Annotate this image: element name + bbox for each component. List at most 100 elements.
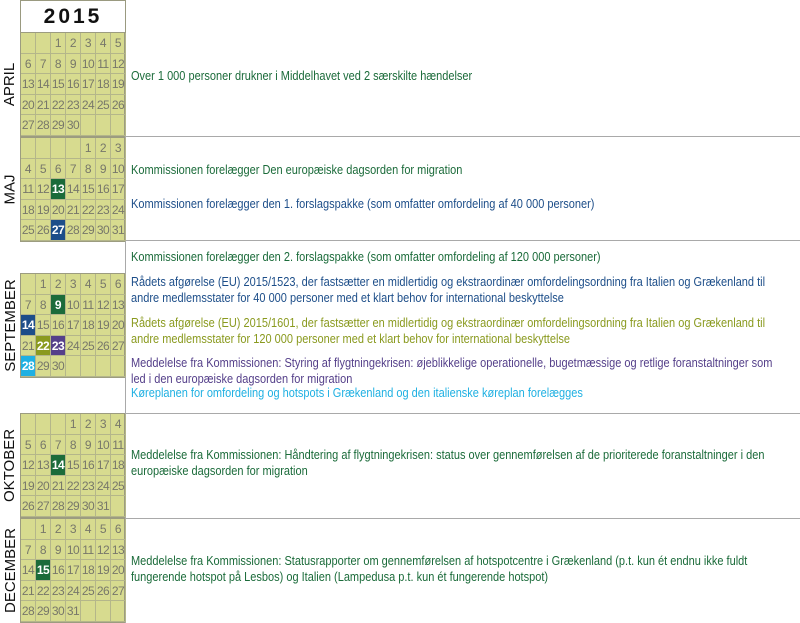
- calendar-day: 10: [66, 294, 81, 316]
- calendar-day: 3: [96, 414, 111, 435]
- calendar-day: 11: [21, 179, 36, 200]
- calendar-day: 8: [51, 53, 66, 75]
- timeline-event: Rådets afgørelse (EU) 2015/1523, der fas…: [131, 274, 765, 306]
- month-label: APRIL: [0, 32, 20, 136]
- timeline-event: Kommissionen forelægger Den europæiske d…: [131, 162, 462, 178]
- calendar-day: 1: [51, 33, 66, 54]
- timeline-event: Køreplanen for omfordeling og hotspots i…: [131, 385, 583, 401]
- calendar-empty-cell: [111, 601, 126, 622]
- divider: [125, 136, 800, 137]
- calendar-day: 27: [21, 115, 36, 136]
- calendar-day: 21: [36, 94, 51, 116]
- calendar-day: 17: [96, 455, 111, 476]
- calendar-day-highlighted: 14: [51, 455, 66, 476]
- calendar-day: 31: [66, 601, 81, 622]
- calendar-empty-cell: [21, 33, 36, 54]
- calendar-empty-cell: [96, 115, 111, 136]
- calendar-day: 24: [66, 335, 81, 357]
- calendar-day: 25: [111, 475, 126, 497]
- calendar-day: 6: [21, 53, 36, 75]
- calendar-day: 12: [21, 455, 36, 476]
- calendar-day: 6: [111, 274, 126, 295]
- calendar-day: 31: [111, 220, 126, 241]
- calendar-day: 17: [66, 560, 81, 581]
- calendar-day: 5: [96, 274, 111, 295]
- calendar-day: 29: [81, 220, 96, 241]
- calendar-day: 21: [21, 335, 36, 357]
- month-name: APRIL: [1, 62, 19, 106]
- calendar-day-highlighted: 9: [51, 294, 66, 316]
- calendar-day: 26: [96, 580, 111, 602]
- month-name: SEPTEMBER: [1, 278, 19, 372]
- calendar-day: 13: [21, 74, 36, 95]
- timeline-event: Kommissionen forelægger den 1. forslagsp…: [131, 196, 594, 212]
- calendar-day: 2: [66, 33, 81, 54]
- calendar-day: 13: [111, 294, 126, 316]
- calendar-day-highlighted: 23: [51, 335, 66, 357]
- event-text-line: Rådets afgørelse (EU) 2015/1523, der fas…: [131, 275, 766, 289]
- calendar-empty-cell: [66, 356, 81, 377]
- month-label: SEPTEMBER: [0, 273, 20, 377]
- month-name: DECEMBER: [1, 527, 19, 613]
- calendar-day: 16: [96, 179, 111, 200]
- calendar-day: 25: [81, 335, 96, 357]
- calendar-empty-cell: [21, 414, 36, 435]
- calendar-empty-cell: [51, 414, 66, 435]
- event-text-line: led i den europæiske dagsorden for migra…: [131, 372, 353, 386]
- event-text-line: Kommissionen forelægger den 2. forslagsp…: [131, 250, 601, 264]
- calendar-day: 9: [51, 539, 66, 561]
- calendar-day: 4: [111, 414, 126, 435]
- calendar-day: 28: [21, 601, 36, 622]
- calendar-empty-cell: [96, 356, 111, 377]
- calendar-day: 18: [81, 315, 96, 336]
- calendar-day: 4: [96, 33, 111, 54]
- calendar-day: 9: [66, 53, 81, 75]
- month-label: DECEMBER: [0, 518, 20, 622]
- event-text-line: Meddelelse fra Kommissionen: Statusrappo…: [131, 554, 748, 568]
- calendar-day: 16: [51, 560, 66, 581]
- event-text-line: Rådets afgørelse (EU) 2015/1601, der fas…: [131, 316, 766, 330]
- calendar-day: 17: [81, 74, 96, 95]
- year-header: 2015: [20, 0, 126, 33]
- calendar-day: 26: [111, 94, 126, 116]
- calendar-day: 19: [36, 199, 51, 221]
- month-name: OKTOBER: [1, 428, 19, 502]
- calendar-day: 6: [111, 519, 126, 540]
- calendar-empty-cell: [111, 356, 126, 377]
- calendar-day: 8: [66, 434, 81, 456]
- calendar-day: 15: [51, 74, 66, 95]
- calendar-day: 11: [81, 294, 96, 316]
- calendar-day: 4: [81, 519, 96, 540]
- calendar-day: 23: [96, 199, 111, 221]
- calendar-day: 1: [66, 414, 81, 435]
- calendar-day: 12: [36, 179, 51, 200]
- calendar-day: 8: [36, 294, 51, 316]
- calendar-day: 7: [21, 294, 36, 316]
- calendar-day: 23: [66, 94, 81, 116]
- calendar-day: 21: [51, 475, 66, 497]
- calendar-day: 25: [96, 94, 111, 116]
- calendar-day: 25: [81, 580, 96, 602]
- calendar-day: 29: [36, 601, 51, 622]
- event-text-line: andre medlemsstater for 40 000 personer …: [131, 291, 564, 305]
- calendar-day: 11: [81, 539, 96, 561]
- event-text-line: Over 1 000 personer drukner i Middelhave…: [131, 69, 473, 83]
- calendar-day: 7: [51, 434, 66, 456]
- calendar-day: 1: [36, 519, 51, 540]
- calendar-day: 11: [96, 53, 111, 75]
- event-text-line: europæiske dagsorden for migration: [131, 464, 308, 478]
- calendar-day: 20: [111, 560, 126, 581]
- calendar-day: 2: [81, 414, 96, 435]
- calendar-empty-cell: [51, 138, 66, 159]
- calendar-day: 19: [96, 315, 111, 336]
- timeline-event: Meddelelse fra Kommissionen: Styring af …: [131, 355, 772, 387]
- calendar-day: 15: [81, 179, 96, 200]
- calendar-day: 3: [81, 33, 96, 54]
- calendar-day: 10: [96, 434, 111, 456]
- calendar-day: 30: [96, 220, 111, 241]
- calendar-day: 26: [96, 335, 111, 357]
- calendar-day: 31: [96, 496, 111, 517]
